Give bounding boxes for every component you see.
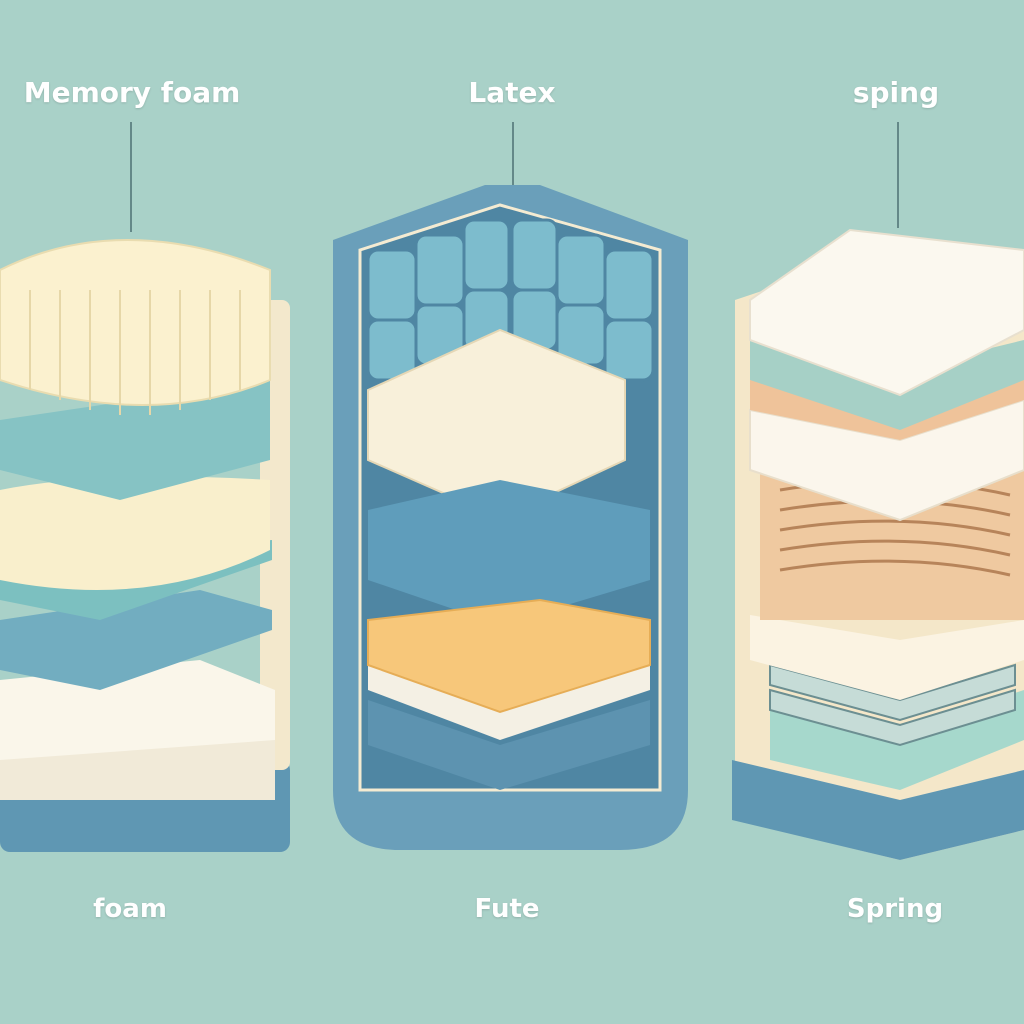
label-sping: sping: [852, 76, 940, 109]
label-memory-foam: Memory foam: [23, 76, 241, 109]
label-foam: foam: [93, 894, 167, 924]
label-spring: Spring: [846, 894, 944, 924]
spring-stack: [732, 228, 1024, 860]
label-latex: Latex: [468, 76, 556, 109]
latex-stack: [333, 185, 688, 850]
label-fute: Fute: [474, 894, 540, 924]
memory-foam-stack: [0, 239, 290, 852]
